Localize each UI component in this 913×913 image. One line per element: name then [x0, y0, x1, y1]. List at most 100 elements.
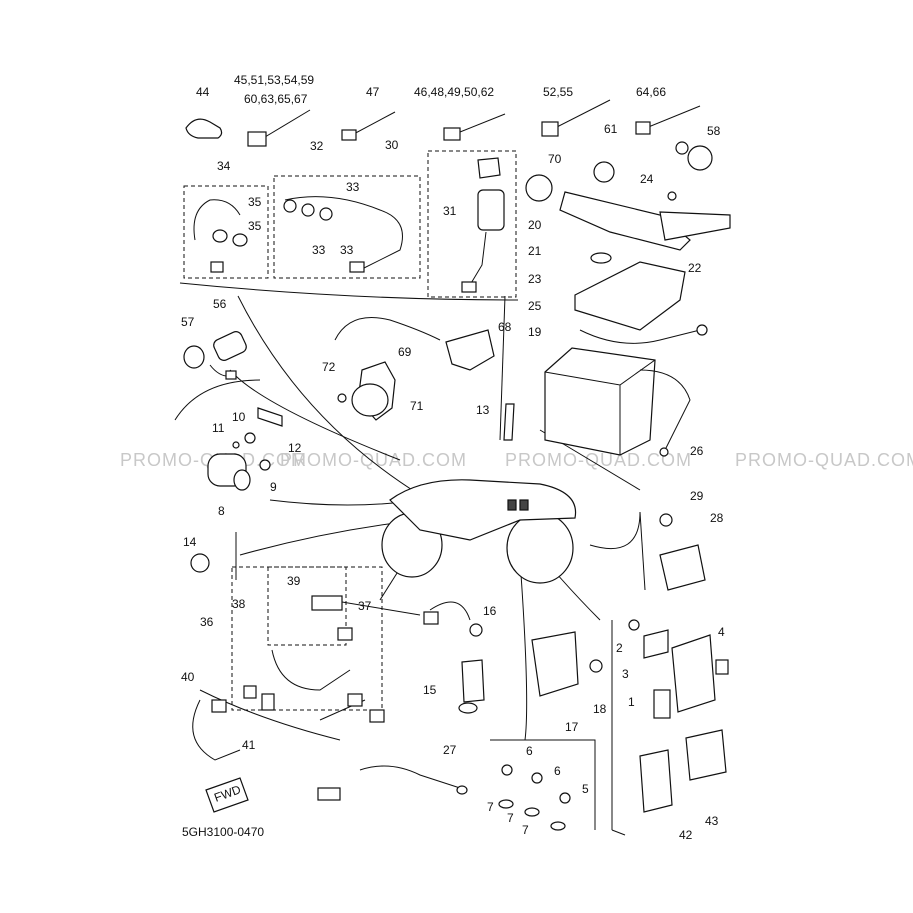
right-middle-parts [190, 513, 706, 591]
callout-16: 16 [483, 604, 497, 618]
callout-47: 47 [366, 85, 380, 99]
callout-12: 12 [288, 441, 302, 455]
box-39 [267, 566, 347, 646]
starter-parts [207, 403, 515, 491]
group-boxes [183, 150, 517, 711]
callout-6b: 6 [554, 764, 561, 778]
ring-70 [525, 174, 553, 202]
callout-19: 19 [528, 325, 542, 339]
harness-parts [193, 157, 505, 293]
bolt-72 [337, 393, 347, 403]
socket-56 [213, 331, 247, 361]
callout-32: 32 [310, 139, 324, 153]
callout-9: 9 [270, 480, 277, 494]
ring-61 [593, 161, 615, 183]
bolt-18 [589, 659, 603, 673]
callout-4: 4 [718, 625, 725, 639]
callout-3: 3 [622, 667, 629, 681]
box-36 [231, 566, 383, 711]
bolt-9 [259, 459, 271, 471]
callout-29: 29 [690, 489, 704, 503]
right-lower-parts [628, 619, 729, 813]
lead-40 [211, 699, 227, 713]
tie-47 [341, 129, 357, 141]
relay-43 [685, 729, 727, 781]
callout-23: 23 [528, 272, 542, 286]
watermark-text-3: PROMO-QUAD.COM [505, 450, 692, 470]
callout-10: 10 [232, 410, 246, 424]
callout-17: 17 [565, 720, 579, 734]
callout-41: 41 [242, 738, 256, 752]
callout-30: 30 [385, 138, 399, 152]
socket-57 [183, 345, 205, 369]
callout-31: 31 [443, 204, 457, 218]
callout-20: 20 [528, 218, 542, 232]
callout-44: 44 [196, 85, 210, 99]
callout-8: 8 [218, 504, 225, 518]
atv-silhouette [381, 479, 577, 584]
callout-34: 34 [217, 159, 231, 173]
spark-plug-13 [503, 403, 515, 441]
callout-5: 5 [582, 782, 589, 796]
bolt-2 [628, 619, 640, 631]
main-switch-31 [477, 189, 505, 231]
callout-33c: 33 [340, 243, 354, 257]
callout-13: 13 [476, 403, 490, 417]
callout-7c: 7 [522, 823, 529, 837]
fwd-arrow [205, 777, 249, 813]
fuse-39 [311, 595, 343, 611]
bolt-10 [244, 432, 256, 444]
callout-58: 58 [707, 124, 721, 138]
callout-52: 52,55 [543, 85, 573, 99]
callout-28: 28 [710, 511, 724, 525]
cable-ties-row [185, 99, 713, 202]
drawing-code: 5GH3100-0470 [182, 825, 264, 839]
tie-45 [247, 131, 267, 147]
battery-19 [544, 347, 656, 456]
battery-case-23 [574, 261, 686, 331]
starter-relay-28 [659, 544, 706, 591]
callout-38: 38 [232, 597, 246, 611]
cdi-unit-1 [671, 634, 716, 713]
left-upper-parts [183, 317, 495, 421]
lead-26 [659, 447, 669, 457]
bracket-22 [659, 211, 731, 241]
callout-24: 24 [640, 172, 654, 186]
fuse-37 [337, 627, 353, 641]
switch-14 [190, 553, 210, 573]
callout-69: 69 [398, 345, 412, 359]
battery-assembly [544, 191, 731, 457]
callout-1: 1 [628, 695, 635, 709]
callout-2: 2 [616, 641, 623, 655]
callout-45: 45,51,53,54,59 [234, 73, 314, 87]
callout-25: 25 [528, 299, 542, 313]
callout-70: 70 [548, 152, 562, 166]
box-34 [183, 185, 269, 279]
callout-64: 64,66 [636, 85, 666, 99]
callout-68: 68 [498, 320, 512, 334]
watermark-band: PROMO-QUAD.COM PROMO-QUAD.COM PROMO-QUAD… [120, 450, 913, 470]
cap-12 [257, 407, 283, 427]
clip-44 [185, 118, 223, 139]
callout-6a: 6 [526, 744, 533, 758]
callout-14: 14 [183, 535, 197, 549]
callout-56: 56 [213, 297, 227, 311]
box-30 [427, 150, 517, 298]
watermark-text-4: PROMO-QUAD.COM [735, 450, 913, 470]
callout-43: 43 [705, 814, 719, 828]
callout-27: 27 [443, 743, 457, 757]
lower-left-harness: FWD [192, 595, 385, 813]
callout-18: 18 [593, 702, 607, 716]
callout-71: 71 [410, 399, 424, 413]
callout-57: 57 [181, 315, 195, 329]
callout-39: 39 [287, 574, 301, 588]
sensor-15 [461, 659, 485, 703]
washer-11 [232, 441, 240, 449]
coupler-4 [715, 659, 729, 675]
relay-42 [639, 749, 673, 813]
callout-42: 42 [679, 828, 693, 842]
callout-33b: 33 [312, 243, 326, 257]
callout-60: 60,63,65,67 [244, 92, 308, 106]
